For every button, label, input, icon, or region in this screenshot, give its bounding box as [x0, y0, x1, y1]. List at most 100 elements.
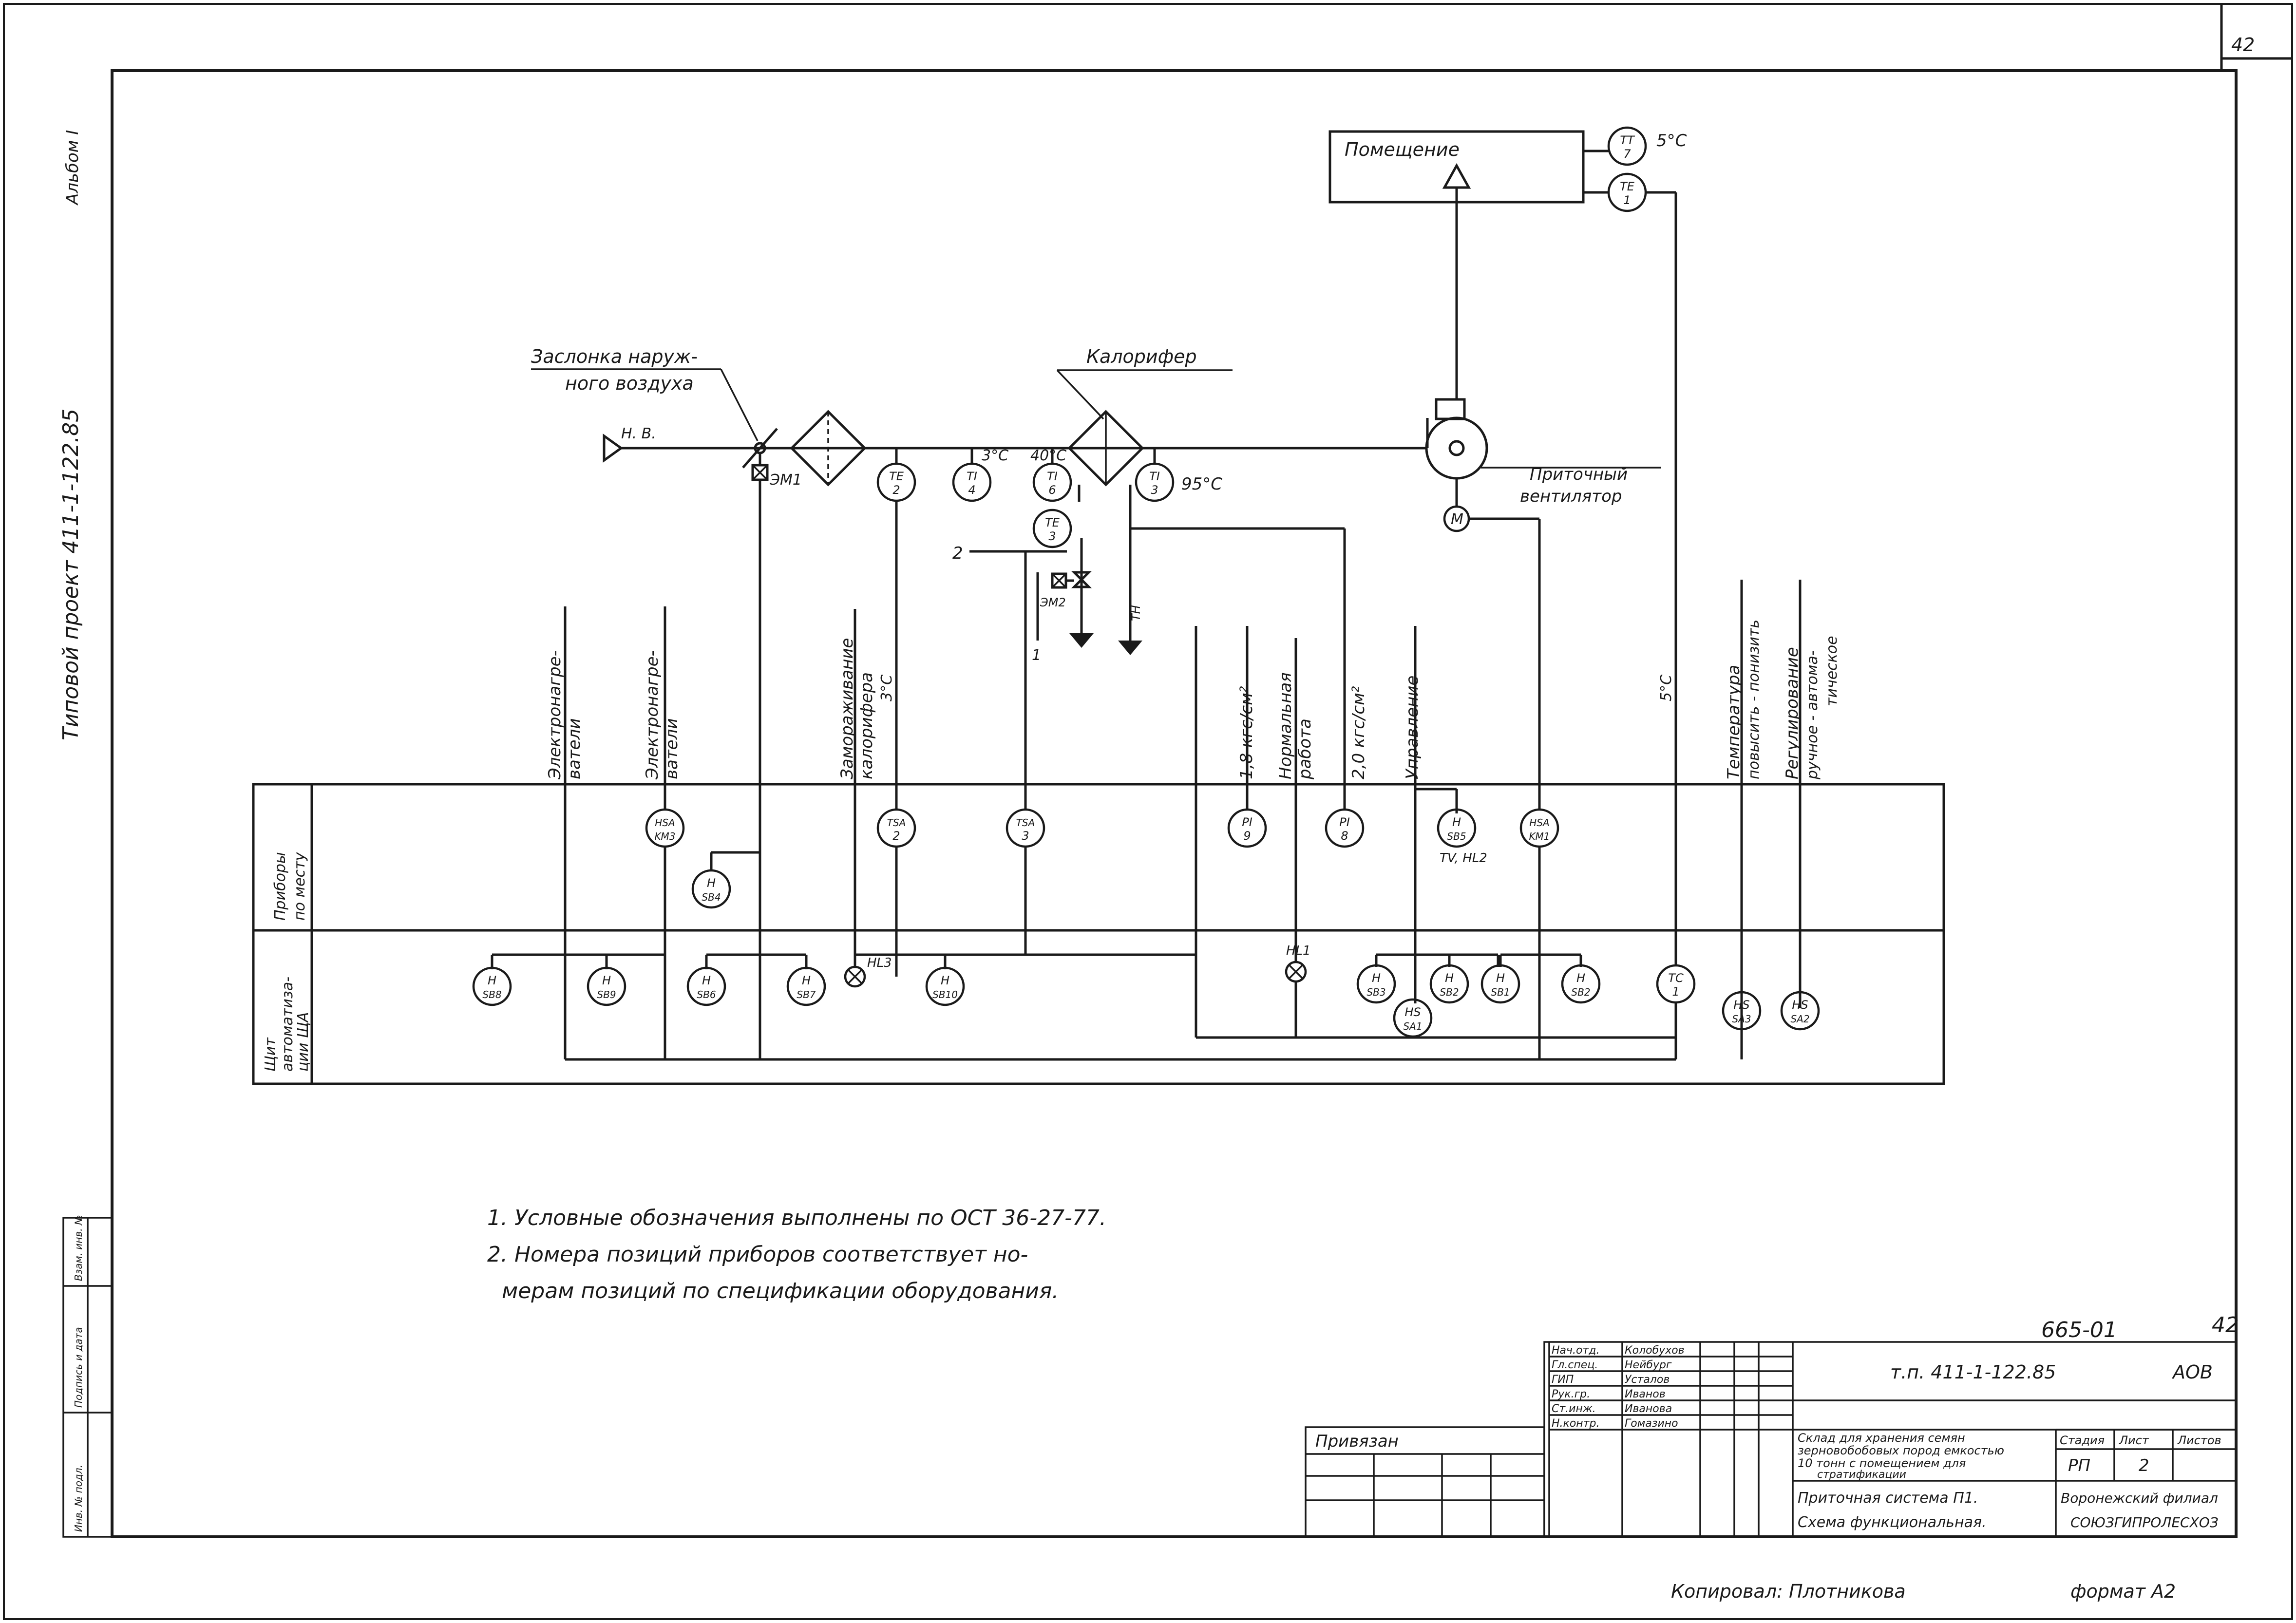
instrument-bubble: TE3	[1032, 509, 1072, 548]
temp-3c: 3°C	[982, 447, 1008, 464]
instrument-function: TT	[1620, 133, 1635, 147]
sheet-value: 2	[2139, 1456, 2149, 1475]
label-heaters-1b: ватели	[565, 718, 584, 779]
heater-label: Калорифер	[1086, 346, 1197, 367]
instrument-circle	[645, 808, 685, 848]
instrument-circle	[1227, 808, 1267, 848]
lamp-hl1-label: HL1	[1286, 944, 1311, 958]
instrument-number: SA2	[1790, 1013, 1809, 1025]
staff-name-2: Нейбург	[1625, 1359, 1672, 1371]
instrument-function: HSA	[655, 817, 675, 829]
heater-leader	[1056, 369, 1104, 420]
instrument-function: TE	[889, 470, 904, 483]
instrument-function: H	[488, 974, 496, 987]
footer-copied: Копировал: Плотникова	[1671, 1581, 1906, 1602]
instrument-number: 7	[1623, 147, 1631, 161]
instrument-number: KM1	[1529, 830, 1550, 842]
damper-leader	[720, 369, 759, 441]
instrument-number: 4	[968, 483, 975, 497]
label-press20: 2,0 кгс/см²	[1349, 686, 1368, 779]
stamp-cell-replace: Взам. инв. №	[73, 1215, 84, 1281]
label-temp5: 5°C	[1658, 675, 1675, 701]
margin-project: Типовой проект 411-1-122.85	[58, 409, 83, 740]
damper-label-line2: ного воздуха	[565, 373, 694, 394]
instrument-function: H	[941, 974, 949, 987]
label-freeze-a: Замораживание	[837, 638, 857, 779]
instrument-function: TI	[1047, 470, 1058, 483]
instrument-function: H	[802, 974, 811, 987]
label-normal-b: работа	[1295, 718, 1315, 780]
instrument-function: HSA	[1529, 817, 1549, 829]
fan-label-line1: Приточный	[1530, 465, 1628, 484]
staff-name-3: Усталов	[1625, 1374, 1670, 1386]
signal-lines	[564, 580, 1802, 1059]
instrument-bubble: TT7	[1607, 126, 1647, 166]
instrument-group: TT7TE1TE2TI4TI6TE3TI3HSAKM3TSA2TSA3PI9PI…	[472, 126, 1820, 1038]
damper-label-line1: Заслонка наруж-	[531, 346, 698, 367]
instrument-circle	[1656, 964, 1696, 1004]
row-field-label-a: Приборы	[272, 852, 289, 921]
instrument-bubble: H SB10	[925, 966, 965, 1006]
title-block: 665-01 42 Привязан Нач.отд. Колобухов Г	[1305, 1313, 2239, 1538]
label-regulation-c: тическое	[1823, 636, 1841, 706]
instrument-number: 9	[1243, 829, 1251, 843]
line-number-2: 2	[952, 544, 963, 563]
instrument-function: H	[702, 974, 711, 987]
control-valve	[1051, 571, 1092, 589]
row-panel-label-b: автоматиза-	[279, 977, 296, 1072]
instrument-circle	[1032, 462, 1072, 502]
label-temperature-a: Температура	[1724, 665, 1744, 779]
outer-border	[3, 3, 2293, 1620]
return-label: ТН	[1129, 605, 1143, 621]
instrument-number: 3	[1022, 829, 1029, 843]
instrument-function: TSA	[887, 817, 906, 829]
instrument-function: PI	[1242, 815, 1252, 829]
margin-stamp: Взам. инв. № Подпись и дата Инв. № подл.	[62, 1215, 113, 1538]
instrument-number: 1	[1672, 985, 1679, 999]
instrument-circle	[1135, 462, 1175, 502]
instrument-bubble: PI8	[1325, 808, 1365, 848]
note-2: 2. Номера позиций приборов соответствует…	[487, 1242, 1028, 1267]
instrument-function: TC	[1668, 971, 1684, 985]
outside-air-intake	[603, 434, 624, 463]
motor-label: М	[1451, 511, 1463, 528]
object-desc-3: 10 тонн с помещением для	[1798, 1456, 1966, 1470]
label-freeze-b: калорифера	[857, 672, 876, 779]
instrument-bubble: TI4	[952, 462, 992, 502]
instrument-function: TI	[1149, 470, 1160, 483]
instrument-number: SB3	[1366, 986, 1385, 998]
lamp-hl1	[1285, 961, 1307, 983]
staff-name-1: Колобухов	[1625, 1344, 1685, 1357]
instrument-bubble: TE2	[876, 462, 916, 502]
instrument-number: 3	[1151, 483, 1158, 497]
note-1: 1. Условные обозначения выполнены по ОСТ…	[487, 1206, 1106, 1230]
instrument-number: SB10	[932, 989, 958, 1000]
instrument-number: 8	[1341, 829, 1348, 843]
temp-40c: 40°C	[1030, 447, 1066, 464]
instrument-number: SB9	[597, 989, 616, 1000]
staff-role-2: Гл.спец.	[1552, 1359, 1598, 1371]
row-panel-label-a: Щит	[262, 1037, 279, 1072]
instrument-number: 1	[1623, 193, 1631, 207]
instrument-bubble: TE1	[1607, 172, 1647, 212]
air-heater	[1067, 410, 1144, 487]
sheet-code: 665-01	[2041, 1318, 2117, 1342]
stamp-cell-inv: Инв. № подл.	[73, 1465, 84, 1532]
object-desc-2: зерновобобовых пород емкостью	[1798, 1444, 2004, 1457]
label-heaters-2a: Электронагре-	[643, 650, 662, 780]
instrument-number: 2	[892, 483, 900, 497]
instrument-number: 2	[892, 829, 900, 843]
bound-label: Привязан	[1315, 1432, 1399, 1451]
instrument-circle	[876, 462, 916, 502]
instrument-bubble: TI3	[1135, 462, 1175, 502]
label-regulation-b: ручное - автома-	[1804, 650, 1821, 780]
instrument-circle	[952, 462, 992, 502]
drawing-title-2: Схема функциональная.	[1798, 1514, 1987, 1531]
instrument-number: SB5	[1447, 830, 1466, 842]
instrument-circle	[1607, 126, 1647, 166]
